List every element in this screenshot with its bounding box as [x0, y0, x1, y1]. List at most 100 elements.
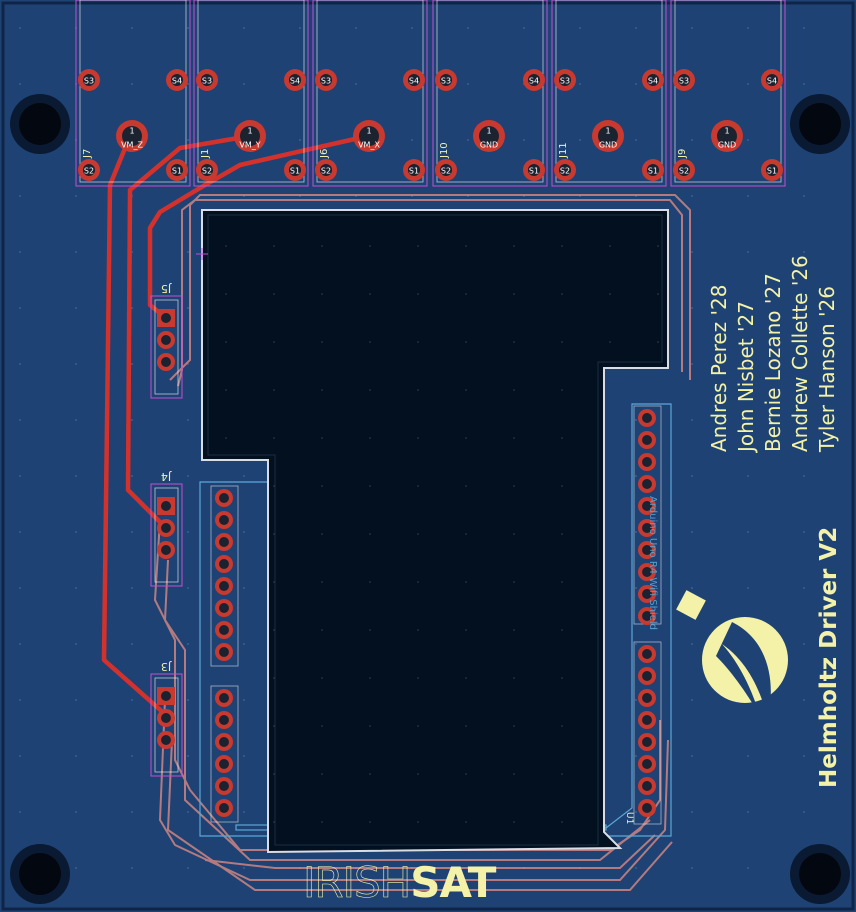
pcb-pad-icon — [157, 709, 175, 727]
pad-label: S1 — [767, 167, 777, 176]
pad-label: S2 — [441, 167, 451, 176]
pcb-pad-icon: S1 — [284, 159, 306, 181]
irishsat-wordmark: IRISHSAT — [303, 858, 498, 908]
pcb-pad-icon: S3 — [78, 69, 100, 91]
pin-number: 1 — [486, 127, 491, 136]
pad-label: S1 — [172, 167, 182, 176]
pcb-pad-icon: S2 — [673, 159, 695, 181]
pcb-pad-icon — [157, 541, 175, 559]
pcb-pad-icon: S4 — [284, 69, 306, 91]
pcb-pad-icon: S2 — [554, 159, 576, 181]
pcb-pad-icon — [638, 689, 656, 707]
pcb-pad-icon — [157, 497, 175, 515]
pcb-pad-icon — [215, 777, 233, 795]
pad-label: S4 — [409, 77, 419, 86]
pcb-pad-icon — [215, 799, 233, 817]
pcb-pad-icon — [215, 733, 233, 751]
connector-ref: J10 — [439, 142, 450, 159]
connector-ref: J9 — [677, 149, 688, 159]
author-credits: Andres Perez '28 John Nisbet '27 Bernie … — [707, 255, 839, 454]
pcb-pad-icon — [638, 585, 656, 603]
connector-center-pad: 1VM_Y — [234, 120, 266, 152]
pad-label: S4 — [529, 77, 539, 86]
header-ref: J5 — [161, 282, 172, 295]
author-line: Bernie Lozano '27 — [761, 273, 785, 452]
svg-text:IRISHSAT: IRISHSAT — [303, 858, 497, 907]
author-line: John Nisbet '27 — [734, 301, 758, 454]
pad-label: S2 — [679, 167, 689, 176]
pcb-pad-icon — [638, 667, 656, 685]
net-label: GND — [599, 141, 617, 150]
pin-header-j5: J5 — [150, 282, 183, 399]
pcb-pad-icon: S2 — [78, 159, 100, 181]
pcb-pad-icon — [215, 533, 233, 551]
pad-label: S2 — [202, 167, 212, 176]
pcb-pad-icon — [215, 689, 233, 707]
pad-label: S4 — [172, 77, 182, 86]
connector-ref: J6 — [319, 149, 330, 159]
shield-label: Arduino Uno R4 Wifi Shield — [647, 496, 658, 630]
pcb-pad-icon — [215, 711, 233, 729]
trace-vm-y — [125, 133, 253, 531]
irishsat-leaf-logo-icon — [676, 590, 788, 718]
pad-label: S2 — [321, 167, 331, 176]
pin-number: 1 — [366, 127, 371, 136]
pcb-pad-icon — [638, 453, 656, 471]
mounting-hole-top-left — [10, 94, 70, 154]
pcb-pad-icon: S4 — [403, 69, 425, 91]
pcb-pad-icon — [638, 755, 656, 773]
connector-ref: J11 — [558, 142, 569, 159]
pad-label: S3 — [441, 77, 451, 86]
pcb-pad-icon: S3 — [435, 69, 457, 91]
pcb-pad-icon: S1 — [166, 159, 188, 181]
pin-number: 1 — [129, 127, 134, 136]
pcb-pad-icon: S3 — [196, 69, 218, 91]
pcb-pad-icon: S3 — [315, 69, 337, 91]
pad-label: S1 — [409, 167, 419, 176]
pad-label: S2 — [560, 167, 570, 176]
board-cutout — [201, 209, 669, 854]
header-ref: J4 — [161, 470, 172, 483]
cutout-grid-dots — [225, 245, 659, 823]
pad-label: S4 — [767, 77, 777, 86]
ref-u1: U1 — [624, 812, 634, 824]
mounting-hole-bottom-right — [790, 844, 850, 904]
mounting-holes — [10, 94, 850, 904]
pin-header-j3: J3 — [150, 660, 183, 777]
pcb-pad-icon: S4 — [761, 69, 783, 91]
pcb-pad-icon — [638, 799, 656, 817]
pcb-pad-icon — [638, 541, 656, 559]
net-label: VM_Z — [121, 141, 143, 150]
pcb-pad-icon: S3 — [673, 69, 695, 91]
trace-vm-z — [101, 133, 169, 718]
pcb-pad-icon — [157, 331, 175, 349]
pcb-pad-icon — [215, 577, 233, 595]
pcb-pad-icon — [215, 621, 233, 639]
net-label: VM_X — [358, 141, 380, 150]
pcb-pad-icon: S1 — [523, 159, 545, 181]
header-ref: J3 — [161, 660, 172, 673]
pcb-pad-icon — [638, 475, 656, 493]
pcb-pad-icon — [215, 599, 233, 617]
pin-number: 1 — [724, 127, 729, 136]
author-line: Tyler Hanson '26 — [815, 286, 839, 453]
pcb-pad-icon — [638, 711, 656, 729]
pin-number: 1 — [247, 127, 252, 136]
connector-center-pad: 1VM_Z — [116, 120, 148, 152]
pcb-pad-icon — [157, 731, 175, 749]
pad-label: S3 — [202, 77, 212, 86]
brand-part-sat: SAT — [410, 858, 496, 907]
pad-label: S2 — [84, 167, 94, 176]
board-title: Helmholtz Driver V2 — [816, 527, 842, 788]
pin-number: 1 — [605, 127, 610, 136]
pcb-pad-icon: S1 — [642, 159, 664, 181]
trace-vm-x — [147, 133, 371, 321]
pcb-pad-icon — [215, 511, 233, 529]
